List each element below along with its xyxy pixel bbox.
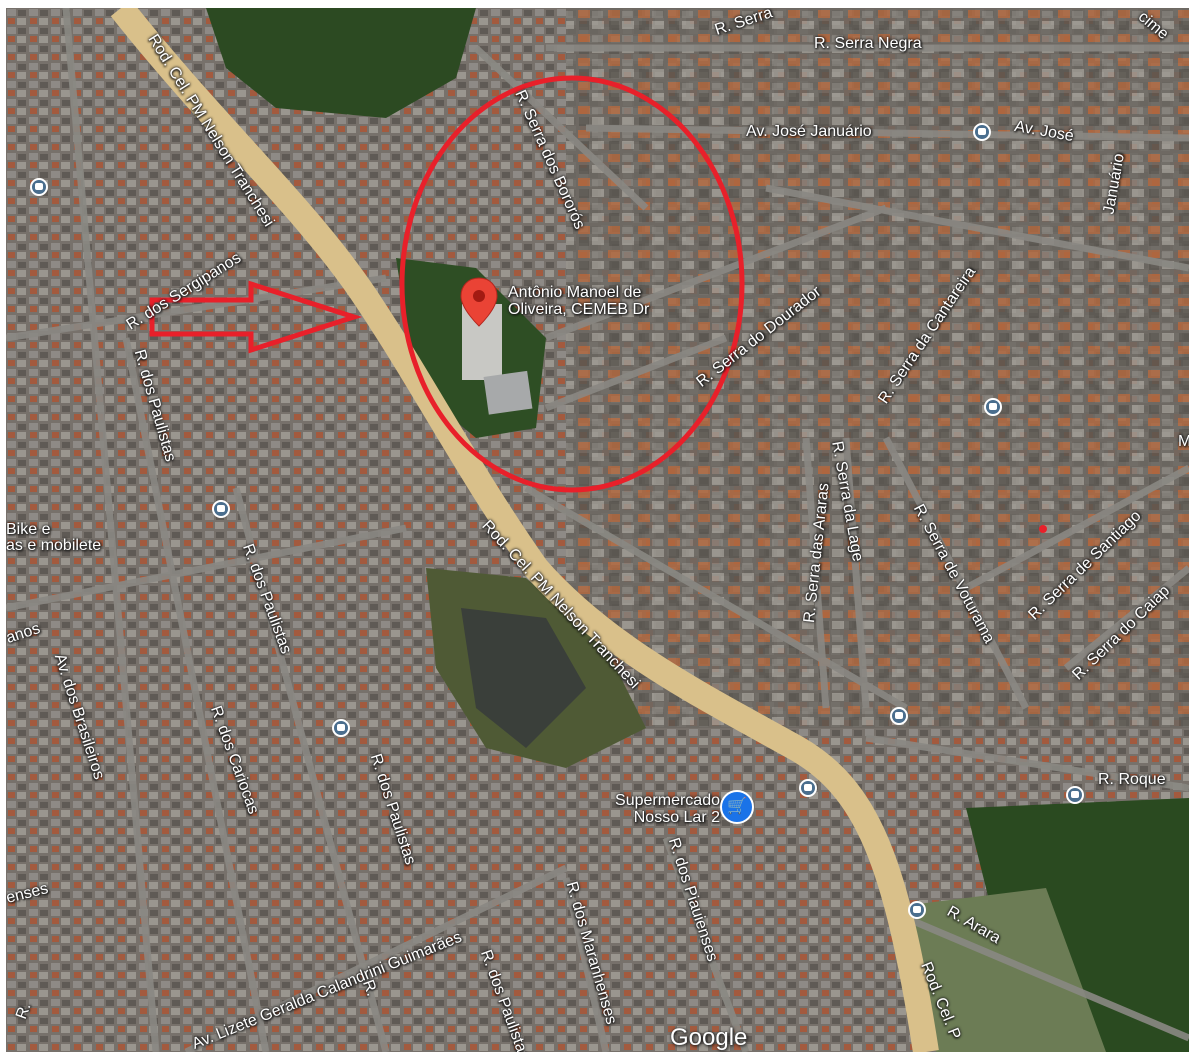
place-pin-icon[interactable] (458, 276, 500, 328)
poi-school-text: Antônio Manoel de Oliveira, CEMEB Dr (508, 284, 650, 318)
highway-road (110, 8, 939, 1052)
poi-supermarket-text: Supermercado Nosso Lar 2 (615, 792, 720, 826)
bus-stop-icon[interactable] (1066, 786, 1084, 804)
bus-stop-icon[interactable] (332, 719, 350, 737)
google-attribution: Google (670, 1024, 748, 1051)
poi-label-bike-shop[interactable]: Bike e as e mobilete (6, 522, 101, 554)
poi-label-school[interactable]: Antônio Manoel de Oliveira, CEMEB Dr (508, 284, 698, 318)
bus-stop-icon[interactable] (30, 178, 48, 196)
poi-bike-shop-text: Bike e as e mobilete (6, 521, 102, 554)
bus-stop-icon[interactable] (908, 901, 926, 919)
arrow-annotation (149, 280, 363, 354)
bus-stop-icon[interactable] (890, 707, 908, 725)
satellite-map[interactable]: Antônio Manoel de Oliveira, CEMEB Dr Sup… (6, 8, 1189, 1052)
map-imagery (6, 8, 1189, 1052)
red-dot-marker (1039, 525, 1047, 533)
street-label: R. Serra Negra (814, 35, 922, 52)
bus-stop-icon[interactable] (973, 123, 991, 141)
ellipse-annotation (399, 75, 745, 493)
bus-stop-icon[interactable] (984, 398, 1002, 416)
bus-stop-icon[interactable] (799, 779, 817, 797)
street-label: M (1178, 433, 1189, 450)
street-label: Av. José Januário (746, 123, 872, 140)
bus-stop-icon[interactable] (212, 500, 230, 518)
poi-label-supermarket[interactable]: Supermercado Nosso Lar 2 (570, 792, 720, 826)
street-label: R. Roque (1098, 771, 1166, 788)
shopping-cart-icon[interactable]: 🛒 (720, 790, 754, 824)
